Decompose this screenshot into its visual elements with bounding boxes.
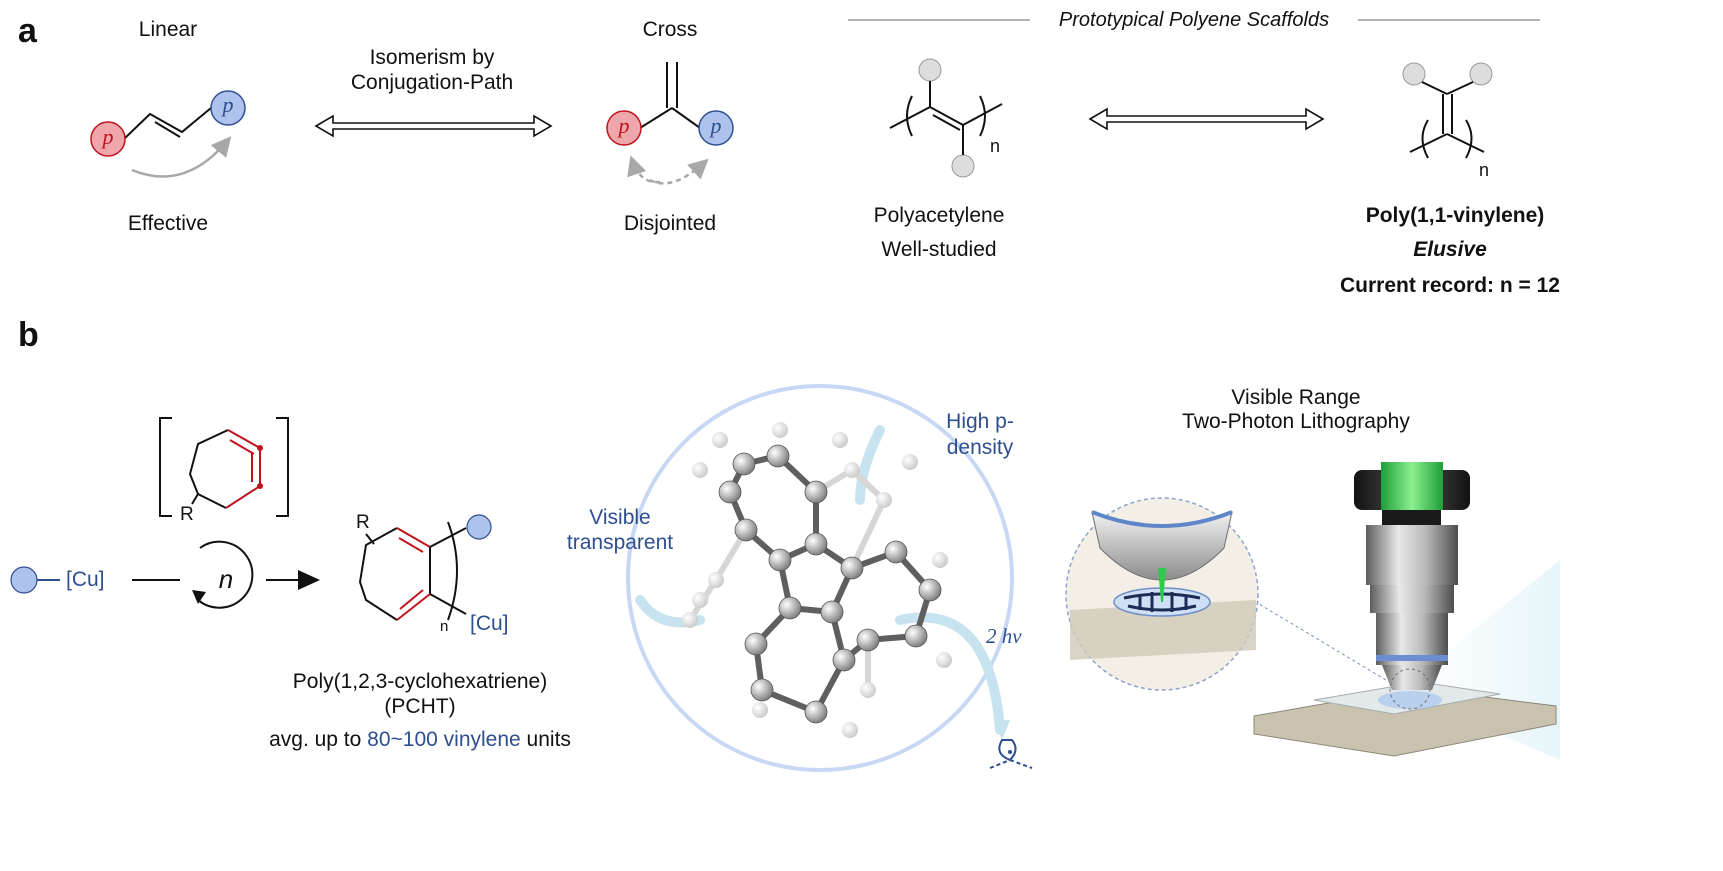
atom-carbon xyxy=(778,596,802,620)
disjointed-label: Disjointed xyxy=(623,212,717,235)
vinylene-n: n xyxy=(1479,160,1490,180)
visible-label-1: Visible xyxy=(589,506,651,529)
atom-carbon xyxy=(732,452,756,476)
atom-carbon xyxy=(804,532,828,556)
atom-carbon xyxy=(904,624,928,648)
cycle-n: n xyxy=(218,564,234,594)
atom-light xyxy=(876,492,892,508)
polyacetylene-n: n xyxy=(990,136,1001,156)
cross-label: Cross xyxy=(642,18,698,41)
litho-label-1: Visible Range xyxy=(1231,386,1361,409)
polymer-n: n xyxy=(440,618,449,635)
atom-light xyxy=(682,612,698,628)
high-density-label-2: density xyxy=(946,436,1014,459)
atom-carbon xyxy=(840,556,864,580)
p-label-red-cross: p xyxy=(618,113,630,138)
atom-carbon xyxy=(744,632,768,656)
isomerism-label-2: Conjugation-Path xyxy=(350,71,514,94)
avg-suffix: units xyxy=(520,728,571,751)
high-density-label-1: High p- xyxy=(946,410,1014,433)
litho-label-2: Two-Photon Lithography xyxy=(1182,410,1410,433)
atom-light xyxy=(692,462,708,478)
atom-light xyxy=(932,552,948,568)
p-label-red-linear: p xyxy=(102,124,114,149)
visible-label-2: transparent xyxy=(566,531,674,554)
avg-highlight: 80~100 vinylene xyxy=(367,728,521,751)
avg-prefix: avg. up to xyxy=(269,728,368,751)
cu-reagent-label: [Cu] xyxy=(66,568,105,591)
atom-light xyxy=(708,572,724,588)
polymer-cu-label: [Cu] xyxy=(470,612,509,635)
r-group-monomer: R xyxy=(180,504,194,525)
well-studied-label: Well-studied xyxy=(881,238,997,261)
record-label: Current record: n = 12 xyxy=(1340,274,1560,297)
atom-light xyxy=(860,682,876,698)
atom-carbon xyxy=(768,548,792,572)
atom-light xyxy=(772,422,788,438)
pcht-abbr: (PCHT) xyxy=(384,695,456,718)
atom-carbon xyxy=(832,648,856,672)
atom-light xyxy=(936,652,952,668)
atom-carbon xyxy=(884,540,908,564)
p-label-blue-linear: p xyxy=(222,92,234,117)
atom-light xyxy=(902,454,918,470)
isomerism-label-1: Isomerism by xyxy=(369,46,495,69)
vinylene-label: Poly(1,1-vinylene) xyxy=(1365,204,1545,227)
atom-carbon xyxy=(804,700,828,724)
panel-b-label: b xyxy=(18,316,39,354)
avg-units-label: avg. up to 80~100 vinylene units xyxy=(269,728,571,752)
atom-light xyxy=(844,462,860,478)
atom-light xyxy=(692,592,708,608)
atom-carbon xyxy=(750,678,774,702)
panel-a-label: a xyxy=(18,12,37,50)
atom-light xyxy=(832,432,848,448)
atom-light xyxy=(712,432,728,448)
atom-light xyxy=(752,702,768,718)
atom-carbon xyxy=(918,578,942,602)
pcht-name: Poly(1,2,3-cyclohexatriene) xyxy=(292,670,548,693)
atom-carbon xyxy=(734,518,758,542)
effective-label: Effective xyxy=(127,212,209,235)
p-label-blue-cross: p xyxy=(710,113,722,138)
atom-carbon xyxy=(766,444,790,468)
atom-carbon xyxy=(820,600,844,624)
elusive-label: Elusive xyxy=(1413,238,1487,261)
scaffolds-header: Prototypical Polyene Scaffolds xyxy=(1058,9,1330,31)
polyacetylene-label: Polyacetylene xyxy=(873,204,1005,227)
linear-label: Linear xyxy=(138,18,198,41)
two-photon-label: 2 hν xyxy=(986,624,1022,648)
atom-light xyxy=(842,722,858,738)
atom-carbon xyxy=(804,480,828,504)
atom-carbon xyxy=(856,628,880,652)
atom-carbon xyxy=(718,480,742,504)
r-group-polymer: R xyxy=(356,512,370,533)
